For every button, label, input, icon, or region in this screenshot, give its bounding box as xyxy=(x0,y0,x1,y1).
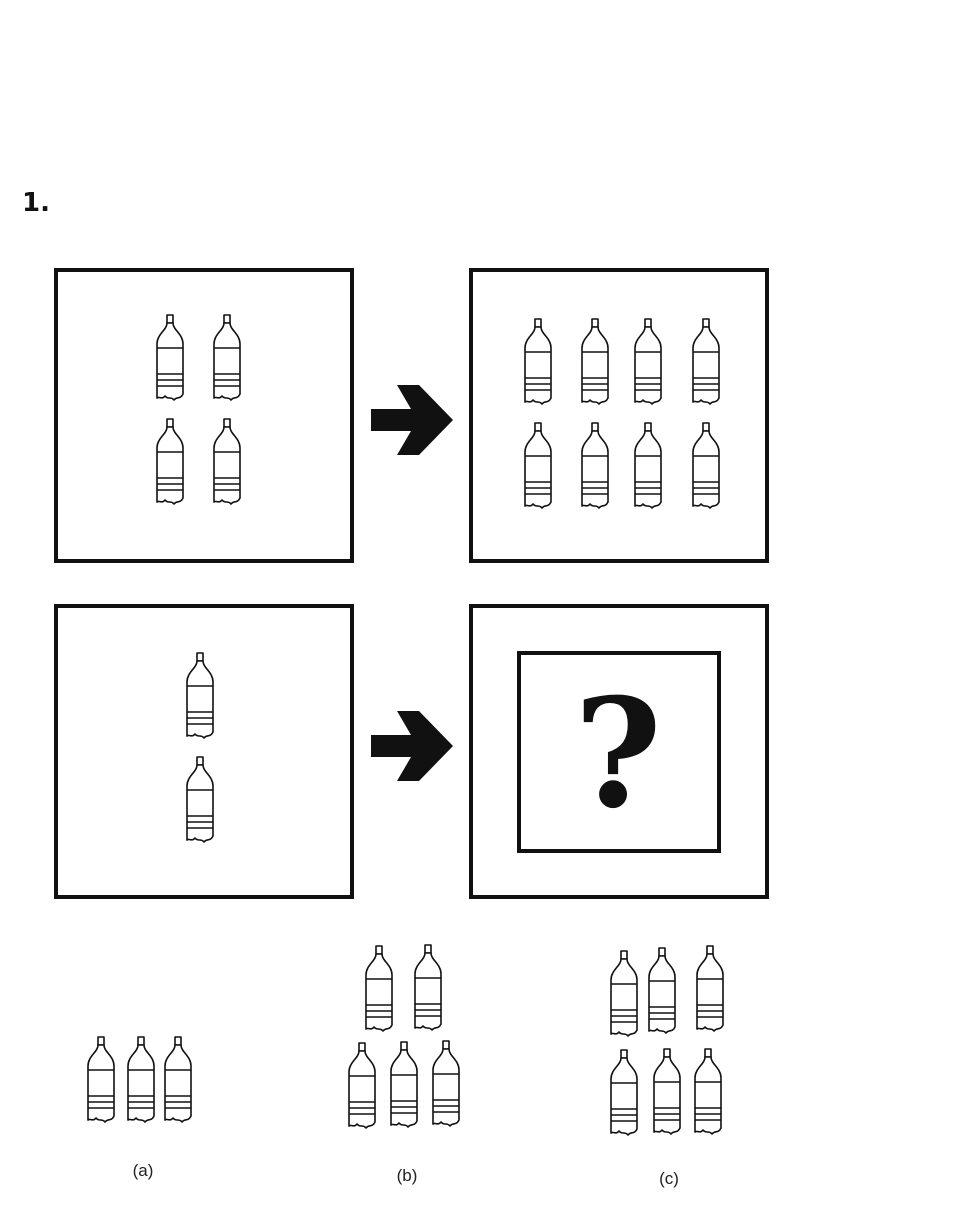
water-bottle-icon xyxy=(156,418,184,505)
water-bottle-icon xyxy=(87,1036,115,1123)
water-bottle-icon xyxy=(348,1042,376,1129)
water-bottle-icon xyxy=(365,945,393,1032)
water-bottle-icon xyxy=(648,947,676,1034)
water-bottle-icon xyxy=(581,422,609,509)
right-arrow-icon xyxy=(371,385,453,455)
example-input-box xyxy=(54,268,354,563)
water-bottle-icon xyxy=(414,944,442,1031)
water-bottle-icon xyxy=(524,422,552,509)
water-bottle-icon xyxy=(581,318,609,405)
water-bottle-icon xyxy=(432,1040,460,1127)
water-bottle-icon xyxy=(390,1041,418,1128)
option-b-bottles[interactable] xyxy=(348,944,460,1129)
water-bottle-icon xyxy=(610,1049,638,1136)
water-bottle-icon xyxy=(186,652,214,739)
option-a-bottles[interactable] xyxy=(87,1036,192,1123)
water-bottle-icon xyxy=(524,318,552,405)
water-bottle-icon xyxy=(127,1036,155,1123)
option-b-label[interactable]: (b) xyxy=(397,1166,418,1185)
right-arrow-icon xyxy=(371,711,453,781)
example-output-box xyxy=(469,268,769,563)
water-bottle-icon xyxy=(156,314,184,401)
water-bottle-icon xyxy=(634,318,662,405)
water-bottle-icon xyxy=(164,1036,192,1123)
answer-box: ? xyxy=(469,604,769,899)
water-bottle-icon xyxy=(696,945,724,1032)
example-output-bottles xyxy=(524,318,720,509)
example-input-bottles xyxy=(156,314,241,505)
water-bottle-icon xyxy=(610,950,638,1037)
water-bottle-icon xyxy=(653,1048,681,1135)
option-c-bottles[interactable] xyxy=(610,945,724,1136)
water-bottle-icon xyxy=(692,318,720,405)
problem-input-box xyxy=(54,604,354,899)
question-mark: ? xyxy=(574,666,662,842)
question-number: 1. xyxy=(22,188,50,218)
water-bottle-icon xyxy=(692,422,720,509)
water-bottle-icon xyxy=(694,1048,722,1135)
option-a-label[interactable]: (a) xyxy=(133,1161,154,1180)
option-c-label[interactable]: (c) xyxy=(659,1169,679,1188)
problem-input-bottles xyxy=(186,652,214,843)
water-bottle-icon xyxy=(213,418,241,505)
water-bottle-icon xyxy=(186,756,214,843)
water-bottle-icon xyxy=(213,314,241,401)
water-bottle-icon xyxy=(634,422,662,509)
